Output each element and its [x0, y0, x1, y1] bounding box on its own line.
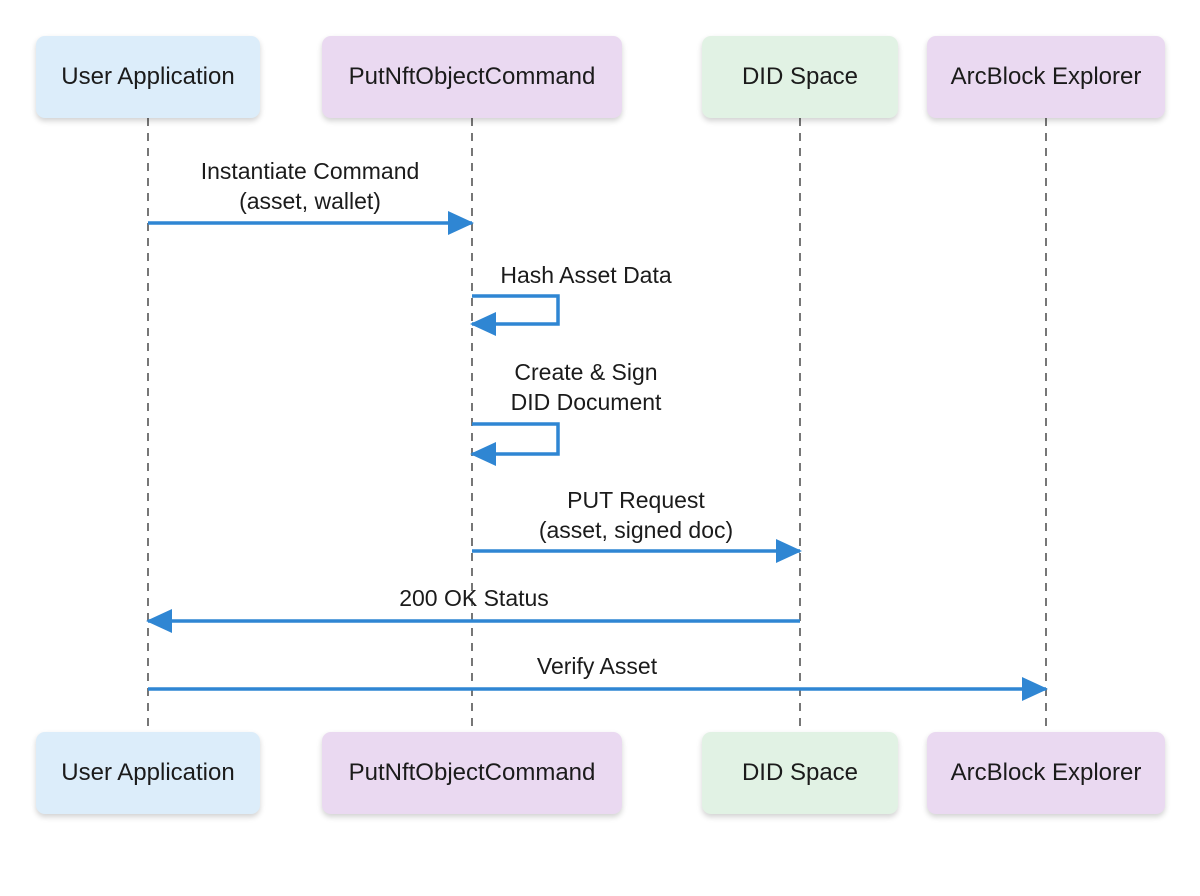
message-line: (asset, signed doc) — [538, 517, 734, 543]
message-200-ok-label: 200 OK Status — [399, 583, 549, 613]
message-create-sign-label: Create & Sign DID Document — [511, 357, 662, 417]
participant-did-space-bottom: DID Space — [702, 732, 898, 814]
participant-putnftobjectcommand-top: PutNftObjectCommand — [322, 36, 622, 118]
message-instantiate-command-label: Instantiate Command (asset, wallet) — [201, 156, 420, 216]
message-put-request-label: PUT Request (asset, signed doc) — [539, 485, 733, 545]
message-verify-asset-label: Verify Asset — [537, 651, 657, 681]
participant-arcblock-explorer-top: ArcBlock Explorer — [927, 36, 1165, 118]
message-line: PUT Request — [567, 487, 705, 513]
message-line: 200 OK Status — [399, 585, 549, 611]
participant-arcblock-explorer-bottom: ArcBlock Explorer — [927, 732, 1165, 814]
message-line: DID Document — [510, 389, 662, 415]
message-line: Verify Asset — [536, 653, 658, 679]
message-line: Create & Sign — [514, 359, 658, 385]
participant-user-application-bottom: User Application — [36, 732, 260, 814]
message-line: Hash Asset Data — [500, 262, 672, 288]
participant-did-space-top: DID Space — [702, 36, 898, 118]
message-arrow-1 — [470, 294, 560, 336]
message-hash-asset-data-label: Hash Asset Data — [500, 260, 671, 290]
message-arrow-2 — [470, 422, 560, 466]
participant-putnftobjectcommand-bottom: PutNftObjectCommand — [322, 732, 622, 814]
message-line: (asset, wallet) — [239, 188, 381, 214]
participant-user-application-top: User Application — [36, 36, 260, 118]
message-line: Instantiate Command — [200, 158, 420, 184]
